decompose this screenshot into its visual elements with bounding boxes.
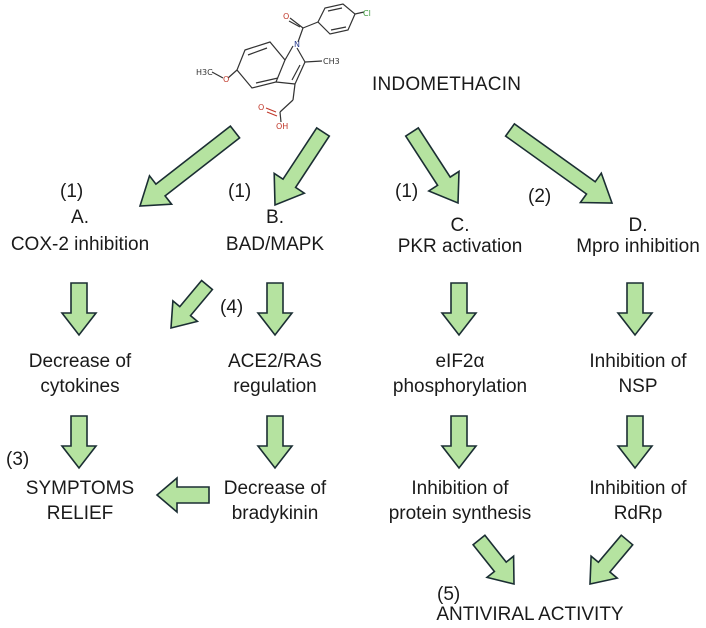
arrow-b-to-ace2 <box>256 282 294 337</box>
arrow-rdrp-to-antiviral <box>589 534 634 586</box>
l3-d-line2: RdRp <box>613 503 663 524</box>
arrow-protein-to-antiviral <box>471 534 515 586</box>
branch-a-ref: (1) <box>60 181 84 202</box>
branch-d-ref: (2) <box>528 186 552 207</box>
arrow-to-branch-a <box>138 124 241 207</box>
l3-c-line2: protein synthesis <box>388 503 532 524</box>
arrow-nsp-to-rdrp <box>616 415 654 470</box>
l2-d-line1: Inhibition of <box>589 351 687 372</box>
l2-b-line2: regulation <box>233 376 317 397</box>
outcome-label: ANTIVIRAL ACTIVITY <box>436 604 624 625</box>
l3-b-line2: bradykinin <box>231 503 319 524</box>
arrow-eif2a-to-protein <box>440 415 478 470</box>
branch-a-letter: A. <box>71 207 89 228</box>
l2-b-line1: ACE2/RAS <box>228 351 322 372</box>
branch-d-mechanism: Mpro inhibition <box>576 236 700 257</box>
carbonyl-oxygen-label: O <box>283 12 289 21</box>
l2-c-line1: eIF2α <box>435 351 485 372</box>
l2-a-line2: cytokines <box>40 376 120 397</box>
l2-c-line2: phosphorylation <box>392 376 528 397</box>
l3-b-line1: Decrease of <box>223 478 327 499</box>
methyl-label: CH3 <box>323 57 340 66</box>
branch-b-mechanism: BAD/MAPK <box>225 234 325 255</box>
branch-b-letter: B. <box>266 207 284 228</box>
l2-a-line1: Decrease of <box>28 351 132 372</box>
arrow-b-to-cytokines <box>170 279 214 330</box>
cross-ref-4: (4) <box>220 297 244 318</box>
l3-a-line1: SYMPTOMS <box>25 478 135 499</box>
branch-a-mechanism: COX-2 inhibition <box>10 234 150 255</box>
acid-hydroxyl-label: OH <box>276 122 288 131</box>
arrow-cytokines-to-symptoms <box>60 415 98 470</box>
l3-a-line2: RELIEF <box>46 503 114 524</box>
arrow-d-to-nsp <box>616 282 654 337</box>
acid-oxygen-label: O <box>258 103 264 112</box>
chlorine-atom-label: Cl <box>363 9 371 18</box>
branch-c-letter: C. <box>450 215 470 236</box>
methoxy-label: H3C <box>196 68 213 77</box>
drug-title: INDOMETHACIN <box>372 74 522 95</box>
nitrogen-atom-label: N <box>294 40 300 49</box>
arrow-to-branch-d <box>504 122 614 204</box>
arrow-to-branch-c <box>404 126 460 205</box>
arrow-to-branch-b <box>273 126 331 207</box>
arrow-ace2-to-bradykinin <box>256 415 294 470</box>
outcome-ref: (5) <box>437 584 461 605</box>
l3-d-line1: Inhibition of <box>589 478 687 499</box>
branch-c-mechanism: PKR activation <box>397 236 523 257</box>
arrow-c-to-eif2a <box>440 282 478 337</box>
arrow-bradykinin-to-symptoms <box>155 476 210 514</box>
symptoms-ref: (3) <box>6 449 30 470</box>
l2-d-line2: NSP <box>618 376 658 397</box>
branch-c-ref: (1) <box>395 181 419 202</box>
arrow-a-to-cytokines <box>60 282 98 337</box>
methoxy-oxygen-label: O <box>223 75 229 84</box>
l3-c-line1: Inhibition of <box>411 478 509 499</box>
branch-d-letter: D. <box>628 215 648 236</box>
branch-b-ref: (1) <box>228 181 252 202</box>
